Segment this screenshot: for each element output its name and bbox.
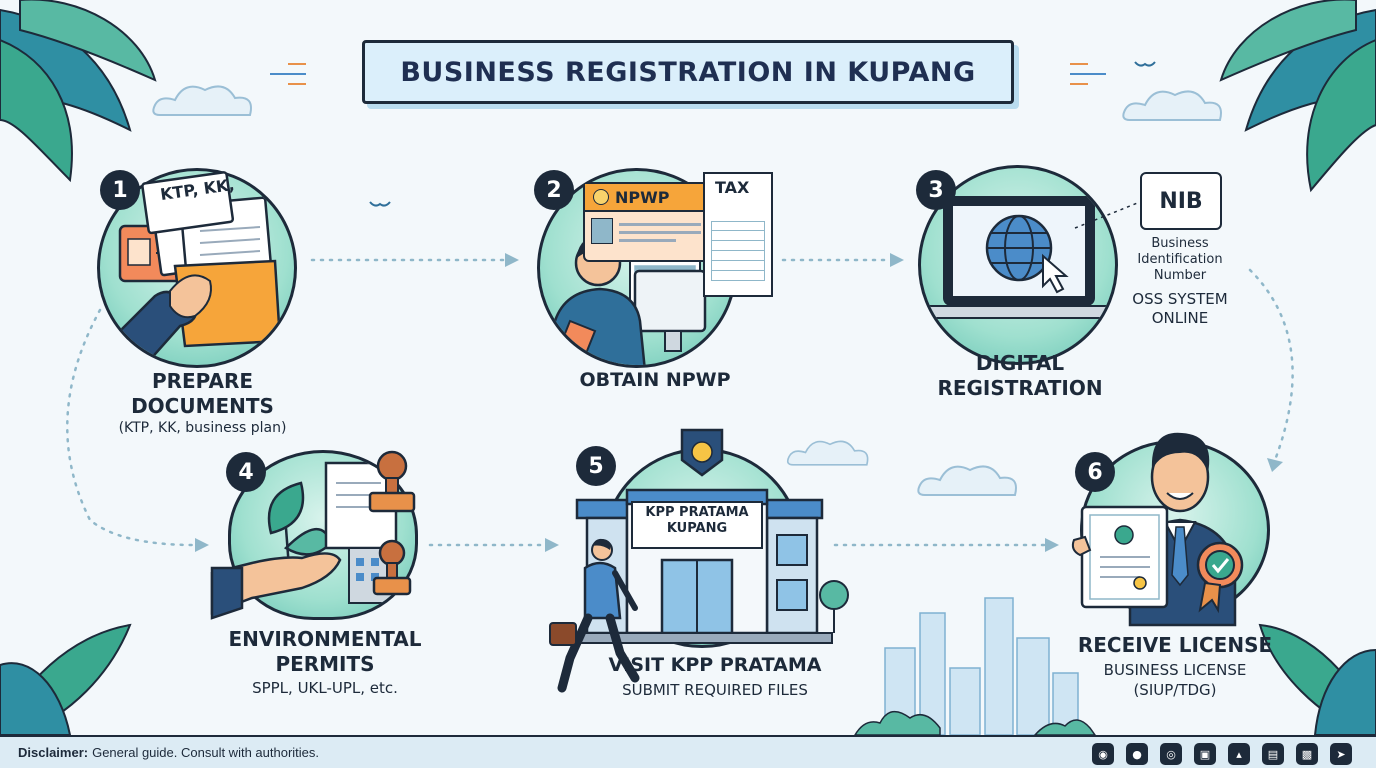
- step-6-title: RECEIVE LICENSE: [1077, 633, 1273, 657]
- footer-bar: Disclaimer: General guide. Consult with …: [0, 735, 1376, 768]
- step-4-subtitle: SPPL, UKL-UPL, etc.: [252, 679, 398, 697]
- send-icon[interactable]: ➤: [1330, 743, 1352, 765]
- palm-leaf-bottom-left: [0, 623, 132, 736]
- businessman-license-icon: [1071, 432, 1244, 627]
- step-3-title-line1: DIGITAL: [975, 351, 1065, 375]
- step-3-illustration: [918, 165, 1118, 365]
- city-skyline: [853, 597, 1097, 736]
- photo-icon: [591, 218, 613, 244]
- step-1-documents: [141, 171, 235, 235]
- emblem-icon: [593, 189, 609, 205]
- copy-icon[interactable]: ▤: [1262, 743, 1284, 765]
- title-banner: BUSINESS REGISTRATION IN KUPANG: [362, 40, 1014, 104]
- palm-leaf-bottom-right: [1258, 623, 1376, 736]
- cloud-decor: [152, 85, 252, 116]
- monitor-icon[interactable]: ▣: [1194, 743, 1216, 765]
- building-sign-line2: KUPANG: [666, 521, 728, 536]
- oss-line1: OSS SYSTEM: [1132, 290, 1228, 308]
- step-3-title-line2: REGISTRATION: [937, 376, 1103, 400]
- nib-desc-line1: Business: [1151, 236, 1209, 251]
- step-6-subtitle-line2: (SIUP/TDG): [1133, 681, 1217, 699]
- sparkle-decor: [270, 63, 306, 85]
- disclaimer-text: General guide. Consult with authorities.: [92, 745, 319, 760]
- step-5-title: VISIT KPP PRATAMA: [608, 654, 822, 676]
- cloud-decor: [917, 465, 1017, 496]
- oss-line2: ONLINE: [1151, 309, 1209, 327]
- step-4-title-line2: PERMITS: [275, 652, 375, 676]
- step-5-number: 5: [576, 446, 616, 486]
- network-icon[interactable]: ▴: [1228, 743, 1250, 765]
- camera-icon[interactable]: ◉: [1092, 743, 1114, 765]
- step-5-subtitle: SUBMIT REQUIRED FILES: [622, 681, 808, 699]
- nib-label: NIB: [1159, 188, 1203, 214]
- step-2-number: 2: [534, 170, 574, 210]
- step-4-number: 4: [226, 452, 266, 492]
- building-sign-line1: KPP PRATAMA: [645, 505, 749, 520]
- nib-connector: [1074, 201, 1141, 229]
- step-1-subtitle: (KTP, KK, business plan): [118, 420, 287, 436]
- footer-icon-row: ◉ ● ◎ ▣ ▴ ▤ ▩ ➤: [1092, 743, 1352, 765]
- step-6-subtitle-line1: BUSINESS LICENSE: [1103, 661, 1247, 679]
- tax-label: TAX: [715, 178, 750, 197]
- step-4-title-line1: ENVIRONMENTAL: [228, 627, 422, 651]
- step-1-illustration: [97, 168, 297, 368]
- step-2-title: OBTAIN NPWP: [579, 369, 731, 391]
- cloud-decor: [1122, 90, 1222, 121]
- hand-leaf-icon: [210, 552, 342, 620]
- page-title: BUSINESS REGISTRATION IN KUPANG: [400, 56, 976, 88]
- walking-person-icon: [549, 538, 640, 693]
- palm-leaf-top-right: [1219, 0, 1376, 193]
- disclaimer-label: Disclaimer:: [18, 745, 89, 760]
- step-3-number: 3: [916, 170, 956, 210]
- sparkle-decor: [1070, 63, 1106, 85]
- cloud-decor: [786, 440, 869, 466]
- step-1-title-line1: PREPARE: [151, 369, 254, 393]
- nib-desc-line3: Number: [1153, 268, 1207, 283]
- tax-document: TAX: [703, 172, 773, 297]
- kpp-building: [571, 428, 849, 644]
- bird-decor: [1134, 61, 1156, 67]
- nib-card: NIB: [1140, 172, 1222, 230]
- npwp-card: NPWP: [583, 182, 709, 262]
- step-1-title-line2: DOCUMENTS: [131, 394, 274, 418]
- nib-desc-line2: Identification: [1137, 252, 1223, 267]
- npwp-label: NPWP: [615, 187, 670, 207]
- microphone-icon[interactable]: ●: [1126, 743, 1148, 765]
- step-1-number: 1: [100, 170, 140, 210]
- calendar-icon[interactable]: ▩: [1296, 743, 1318, 765]
- globe-icon[interactable]: ◎: [1160, 743, 1182, 765]
- bird-decor: [369, 201, 391, 207]
- palm-leaf-top-left: [0, 0, 157, 183]
- step-6-number: 6: [1075, 452, 1115, 492]
- stamp-icon: [368, 450, 416, 596]
